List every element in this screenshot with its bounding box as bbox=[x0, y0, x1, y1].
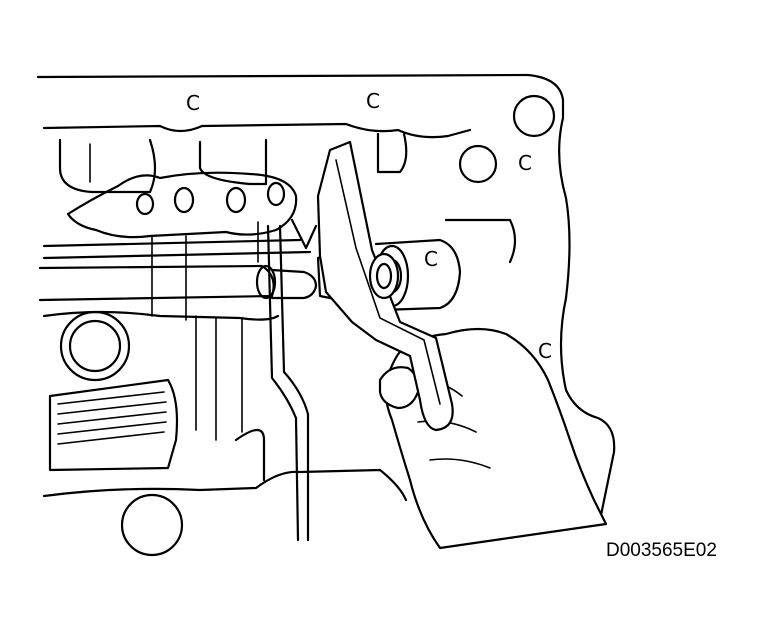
c-mark-1: C bbox=[186, 91, 200, 115]
casing-boss-right bbox=[458, 144, 498, 184]
round-port-left bbox=[59, 310, 131, 382]
c-mark-3: C bbox=[518, 151, 532, 175]
upper-rib bbox=[42, 122, 472, 139]
lower-rib bbox=[42, 310, 280, 321]
valve-rod-mid bbox=[42, 250, 312, 260]
detent-spring-wire-2 bbox=[278, 224, 310, 542]
solenoid-body bbox=[374, 238, 462, 312]
c-mark-4: C bbox=[424, 247, 438, 271]
c-mark-5: C bbox=[538, 339, 552, 363]
hand-thumb bbox=[378, 366, 420, 410]
upper-chamber-mid bbox=[198, 138, 268, 186]
detent-spring-wire bbox=[266, 224, 300, 542]
filter-line-4 bbox=[57, 421, 167, 435]
filter-screen bbox=[48, 378, 179, 472]
round-port-bottom bbox=[120, 493, 184, 557]
valve-rod-main bbox=[38, 264, 275, 302]
hand-finger-3 bbox=[429, 458, 491, 469]
filter-line-1 bbox=[57, 391, 165, 405]
filter-line-2 bbox=[57, 401, 167, 415]
port-hole-2 bbox=[173, 186, 195, 214]
upper-chamber-right bbox=[376, 132, 408, 174]
port-hole-4 bbox=[266, 181, 286, 207]
round-port-left-inner bbox=[68, 319, 122, 373]
filter-line-5 bbox=[57, 431, 165, 445]
lower-casing-edge bbox=[42, 468, 408, 502]
port-hole-3 bbox=[225, 186, 247, 214]
casing-boss-top-right bbox=[512, 94, 556, 138]
lever-inner-edge bbox=[335, 159, 441, 405]
lower-chamber bbox=[234, 428, 266, 482]
lever-pivot-inner bbox=[375, 262, 393, 290]
valve-rod-end bbox=[255, 264, 277, 300]
figure-code: D003565E02 bbox=[606, 540, 717, 561]
upper-chamber-left bbox=[58, 138, 157, 194]
valve-spool bbox=[270, 268, 318, 300]
valve-rod-upper bbox=[42, 238, 302, 248]
port-plate bbox=[66, 171, 298, 239]
c-mark-2: C bbox=[366, 89, 380, 113]
port-hole-1 bbox=[135, 192, 155, 216]
lever-clip bbox=[290, 218, 318, 250]
valve-body-outline bbox=[36, 73, 616, 522]
filter-line-3 bbox=[57, 411, 167, 425]
lever-pivot bbox=[368, 252, 400, 300]
casing-rib-right bbox=[444, 218, 517, 264]
